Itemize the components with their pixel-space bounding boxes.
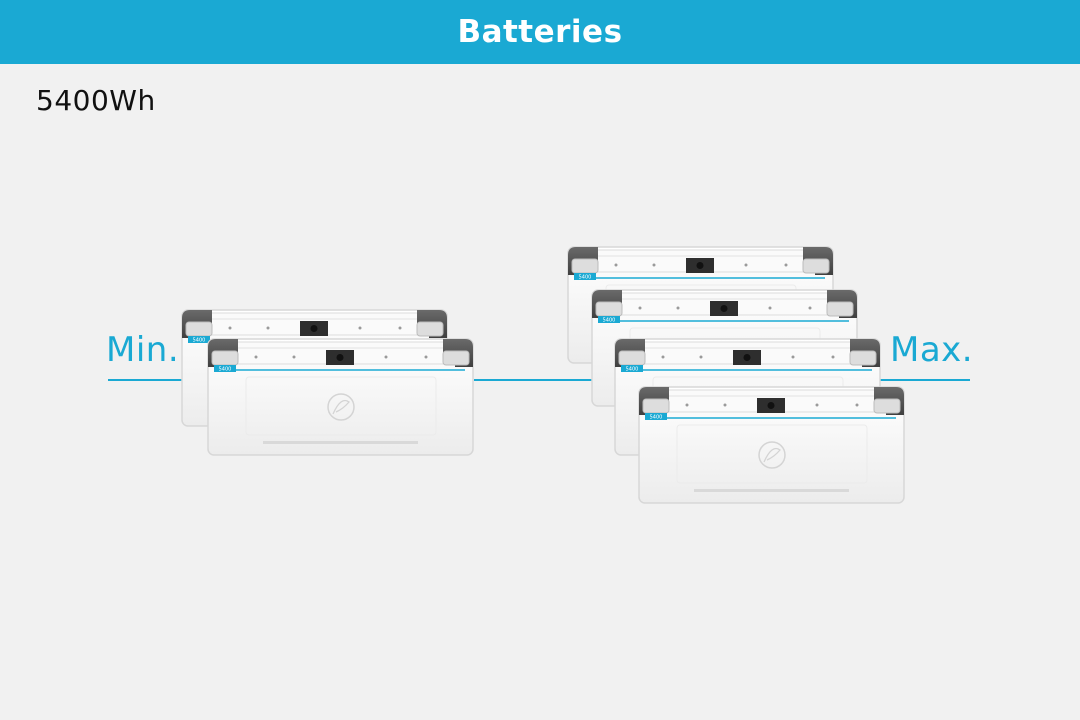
- battery-unit-min-front: [207, 338, 474, 456]
- header-bar: Batteries: [0, 0, 1080, 64]
- min-label: Min.: [106, 330, 180, 370]
- min-underline: [108, 379, 184, 381]
- capacity-value: 5400Wh: [36, 84, 156, 117]
- connector-line: [474, 379, 592, 381]
- battery-unit-max-4: [638, 386, 905, 504]
- max-underline: [878, 379, 970, 381]
- max-label: Max.: [890, 330, 974, 370]
- page-title: Batteries: [457, 14, 623, 50]
